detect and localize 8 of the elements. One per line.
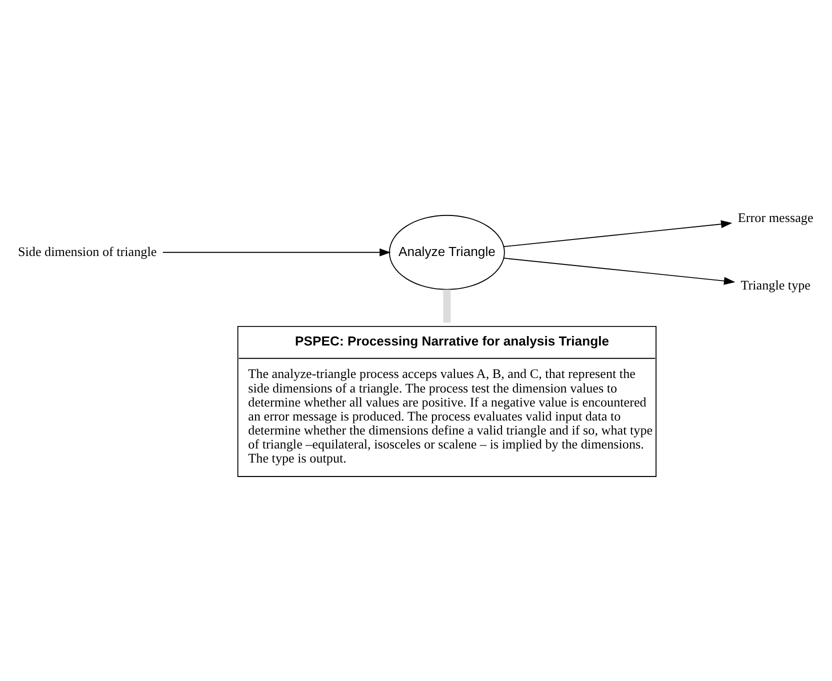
arrow	[503, 220, 732, 247]
arrow	[503, 257, 736, 284]
node-text: Side dimension of triangle	[18, 243, 157, 258]
connector	[443, 289, 451, 322]
node-ellipse: Analyze Triangle	[389, 214, 505, 290]
node-text: Error message	[738, 210, 814, 225]
node-text: Triangle type	[740, 277, 811, 292]
arrow	[162, 248, 391, 256]
